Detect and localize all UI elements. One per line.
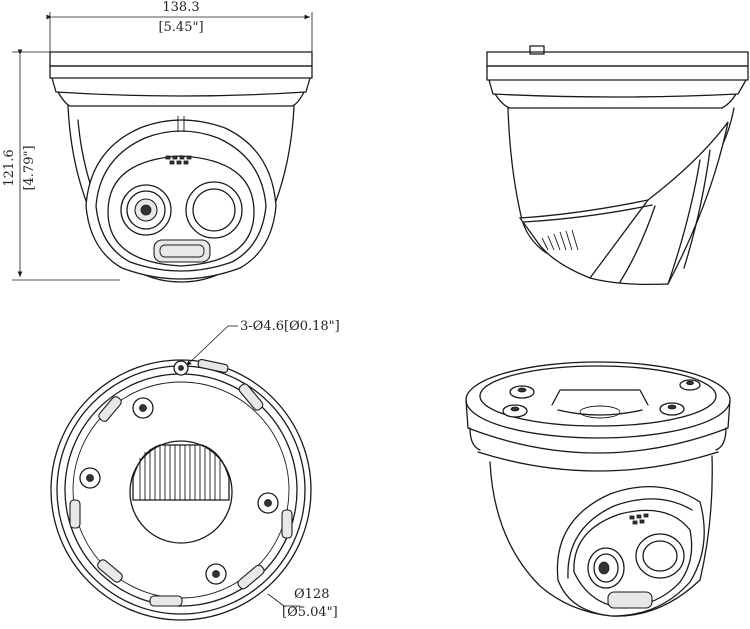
width-dimension: 138.3 [5.45"] — [46, 0, 313, 58]
diameter-dimension: Ø128 [Ø5.04"] — [267, 587, 338, 620]
iso-bosses — [502, 379, 701, 418]
diameter-mm-label: Ø128 — [294, 587, 329, 602]
holes-dimension: 3-Ø4.6[Ø0.18"] — [185, 319, 340, 367]
rim-slots — [69, 358, 293, 607]
side-view — [486, 45, 749, 286]
bottom-view: 3-Ø4.6[Ø0.18"] — [50, 319, 340, 621]
height-dimension: 121.6 [4.79"] — [2, 49, 120, 281]
fin-array — [139, 445, 221, 500]
width-mm-label: 138.3 — [162, 0, 199, 15]
diameter-in-label: [Ø5.04"] — [282, 605, 338, 620]
holes-label: 3-Ø4.6[Ø0.18"] — [240, 319, 340, 334]
isometric-view — [465, 361, 731, 617]
side-vent — [541, 229, 579, 251]
vent-grid — [165, 155, 192, 165]
width-in-label: [5.45"] — [158, 20, 203, 35]
height-in-label: [4.79"] — [22, 145, 37, 190]
screw-holes — [79, 360, 279, 585]
height-mm-label: 121.6 — [2, 149, 17, 186]
iso-vent-grid — [629, 513, 649, 525]
front-view: 138.3 [5.45"] 121.6 [4.79"] — [2, 0, 313, 283]
